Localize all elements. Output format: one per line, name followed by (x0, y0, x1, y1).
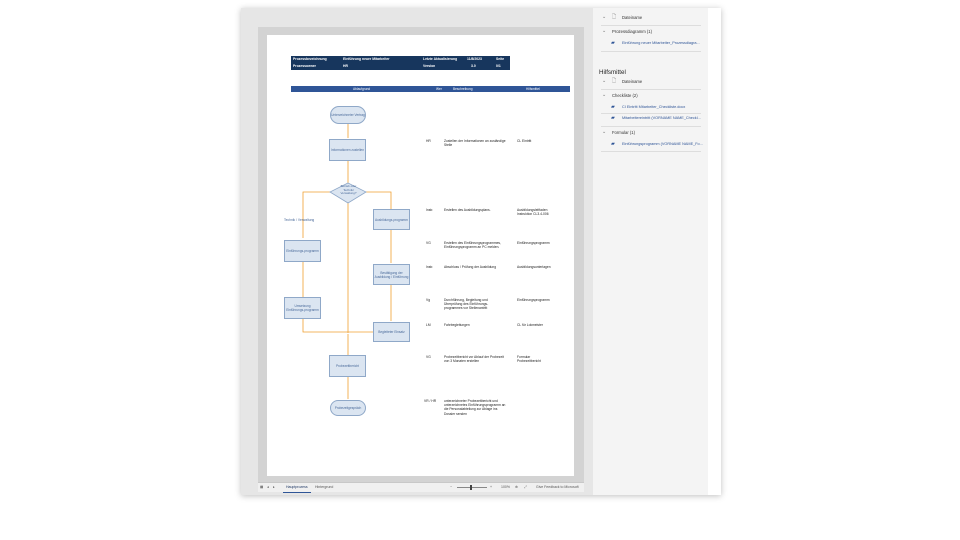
row-5-desc: Durchführung, Begleitung und Überprüfung… (444, 298, 489, 311)
arrow-decision-right (366, 191, 392, 209)
header-table: Prozessbezeichnung Einführung neuer Mita… (291, 56, 510, 70)
zoom-level: 100% (501, 485, 510, 489)
row-2-aid: Ausbildungsleitfaden Instruktion CL3.4-0… (517, 208, 549, 217)
zoom-out-icon[interactable]: − (450, 485, 453, 489)
row-4-aid: Ausbildungsunterlagen (517, 265, 551, 269)
visio-file-icon: ▰ (611, 40, 615, 46)
document-viewer: Prozessbezeichnung Einführung neuer Mita… (241, 8, 598, 495)
flow-trial-report: Probezeitbericht (329, 355, 366, 377)
flow-onboarding-program: Einführungs-programm (284, 240, 321, 262)
row-4-who: Instr. (426, 265, 434, 269)
next-page-icon[interactable]: ▸ (273, 485, 275, 489)
row-5-aid: Einführungsprogramm (517, 298, 550, 302)
arrow-decision-left (302, 191, 330, 238)
word-file-icon: ▰ (611, 104, 615, 110)
status-bar: ▦ ◂ ▸ Hauptprozess Hintergrund − + 100% … (258, 482, 584, 493)
row-2-desc: Erstellen des Ausbildungsplans. (444, 208, 491, 212)
fit-page-icon[interactable]: ⊕ (515, 485, 518, 489)
row-5-who: Vg (426, 298, 431, 302)
file-icon: 🗋 (612, 78, 617, 84)
column-header-row: Ablaufgrund Wer Beschreibung Hilfsmittel (291, 86, 570, 92)
header-label-page: Seite (496, 57, 505, 61)
zoom-slider[interactable] (457, 487, 487, 488)
header-label-version: Version (423, 64, 436, 68)
app-window: Prozessbezeichnung Einführung neuer Mita… (241, 8, 721, 495)
flow-branch-label: Technik / Verwaltung (284, 218, 315, 222)
feedback-link[interactable]: Give Feedback to Microsoft (536, 485, 579, 489)
word-file-icon: ▰ (611, 115, 615, 121)
file-icon: 🗋 (612, 14, 617, 20)
row-4-desc: Abschluss / Prüfung der Ausbildung (444, 265, 497, 269)
sidebar-right-gutter (708, 8, 721, 495)
document-page: Prozessbezeichnung Einführung neuer Mita… (267, 35, 574, 476)
flow-trial-talk: Probezeitgespräch (330, 400, 366, 416)
row-7-aid: Formular Probezeitbericht (517, 355, 541, 364)
tab-main-process[interactable]: Hauptprozess (283, 483, 311, 493)
row-6-aid: CL für Lokmeister (517, 323, 543, 327)
flow-implement: Umsetzung Einführungs-programm (284, 297, 321, 319)
divider (601, 25, 701, 26)
header-value-update: 11/8/2023 (467, 57, 482, 61)
divider (601, 126, 701, 127)
header-value-version: 3.0 (471, 64, 476, 68)
chevron-down-icon: ⌄ (602, 78, 607, 84)
tab-background[interactable]: Hintergrund (315, 485, 334, 489)
flow-info: Informationen zustellen (329, 139, 366, 161)
header-label-update: Letzte Aktualisierung (423, 57, 458, 61)
prev-page-icon[interactable]: ◂ (267, 485, 269, 489)
chevron-down-icon: ⌄ (602, 14, 607, 20)
flow-guided-use: Begleiteter Einsatz (373, 322, 410, 342)
row-1-desc: Zustellen der Informationen an zuständig… (444, 139, 506, 148)
header-value-process: Einführung neuer Mitarbeiter (343, 57, 390, 61)
zoom-slider-handle[interactable] (470, 485, 472, 490)
fullscreen-icon[interactable]: ⤢ (524, 485, 527, 489)
row-3-who: VG (426, 241, 431, 245)
flow-confirm-training: Bestätigung der Ausbildung / Einführung (373, 264, 410, 285)
row-1-who: HR (426, 139, 431, 143)
divider (601, 151, 701, 152)
header-label-process: Prozessbezeichnung (293, 57, 327, 61)
chevron-down-icon: ⌄ (602, 92, 607, 98)
divider (601, 113, 701, 114)
sidebar-panel: ⌄ 🗋 Dateiname ⌄ Prozessdiagramm (1) ▰ Ei… (593, 8, 721, 495)
chevron-down-icon: ⌄ (602, 129, 607, 135)
header-value-page: 0/1 (496, 64, 501, 68)
divider (601, 51, 701, 52)
aids-section-title: Hilfsmittel (599, 69, 626, 76)
zoom-in-icon[interactable]: + (490, 485, 493, 489)
row-1-aid: CL Eintritt (517, 139, 532, 143)
row-2-who: Instr. (426, 208, 434, 212)
word-file-icon: ▰ (611, 141, 615, 147)
col-who: Wer (436, 87, 442, 91)
row-7-desc: Probezeitbericht vor Ablauf der Probezei… (444, 355, 504, 364)
row-8-who: VR / HR (424, 399, 437, 403)
row-3-desc: Erstellen des Einführungsprogrammes, Ein… (444, 241, 501, 250)
document-canvas[interactable]: Prozessbezeichnung Einführung neuer Mita… (258, 27, 598, 482)
flow-training-program: Ausbildungs-programm (373, 209, 410, 230)
decision-diamond (329, 182, 367, 204)
header-label-owner: Prozessowner (293, 64, 316, 68)
flow-start-contract: Unterzeichneter Vertrag (330, 106, 366, 124)
arrow-implement-merge (302, 319, 348, 333)
page-view-icon[interactable]: ▦ (260, 485, 264, 489)
header-value-owner: HR (343, 64, 348, 68)
row-3-aid: Einführungsprogramm (517, 241, 550, 245)
col-flow: Ablaufgrund (353, 87, 371, 91)
row-6-who: LM (426, 323, 431, 327)
flow-connectors (302, 124, 392, 399)
flow-decision-label: Betrieb oder Technik/ Verwaltung? (340, 184, 357, 195)
row-6-desc: Fahrbegleitungen (444, 323, 470, 327)
col-aids: Hilfsmittel (526, 87, 540, 91)
row-8-desc: unterzeichneter Probezeitbericht und unt… (444, 399, 506, 416)
divider (601, 89, 701, 90)
row-7-who: VG (426, 355, 431, 359)
col-description: Beschreibung (453, 87, 473, 91)
chevron-down-icon: ⌄ (602, 28, 607, 34)
